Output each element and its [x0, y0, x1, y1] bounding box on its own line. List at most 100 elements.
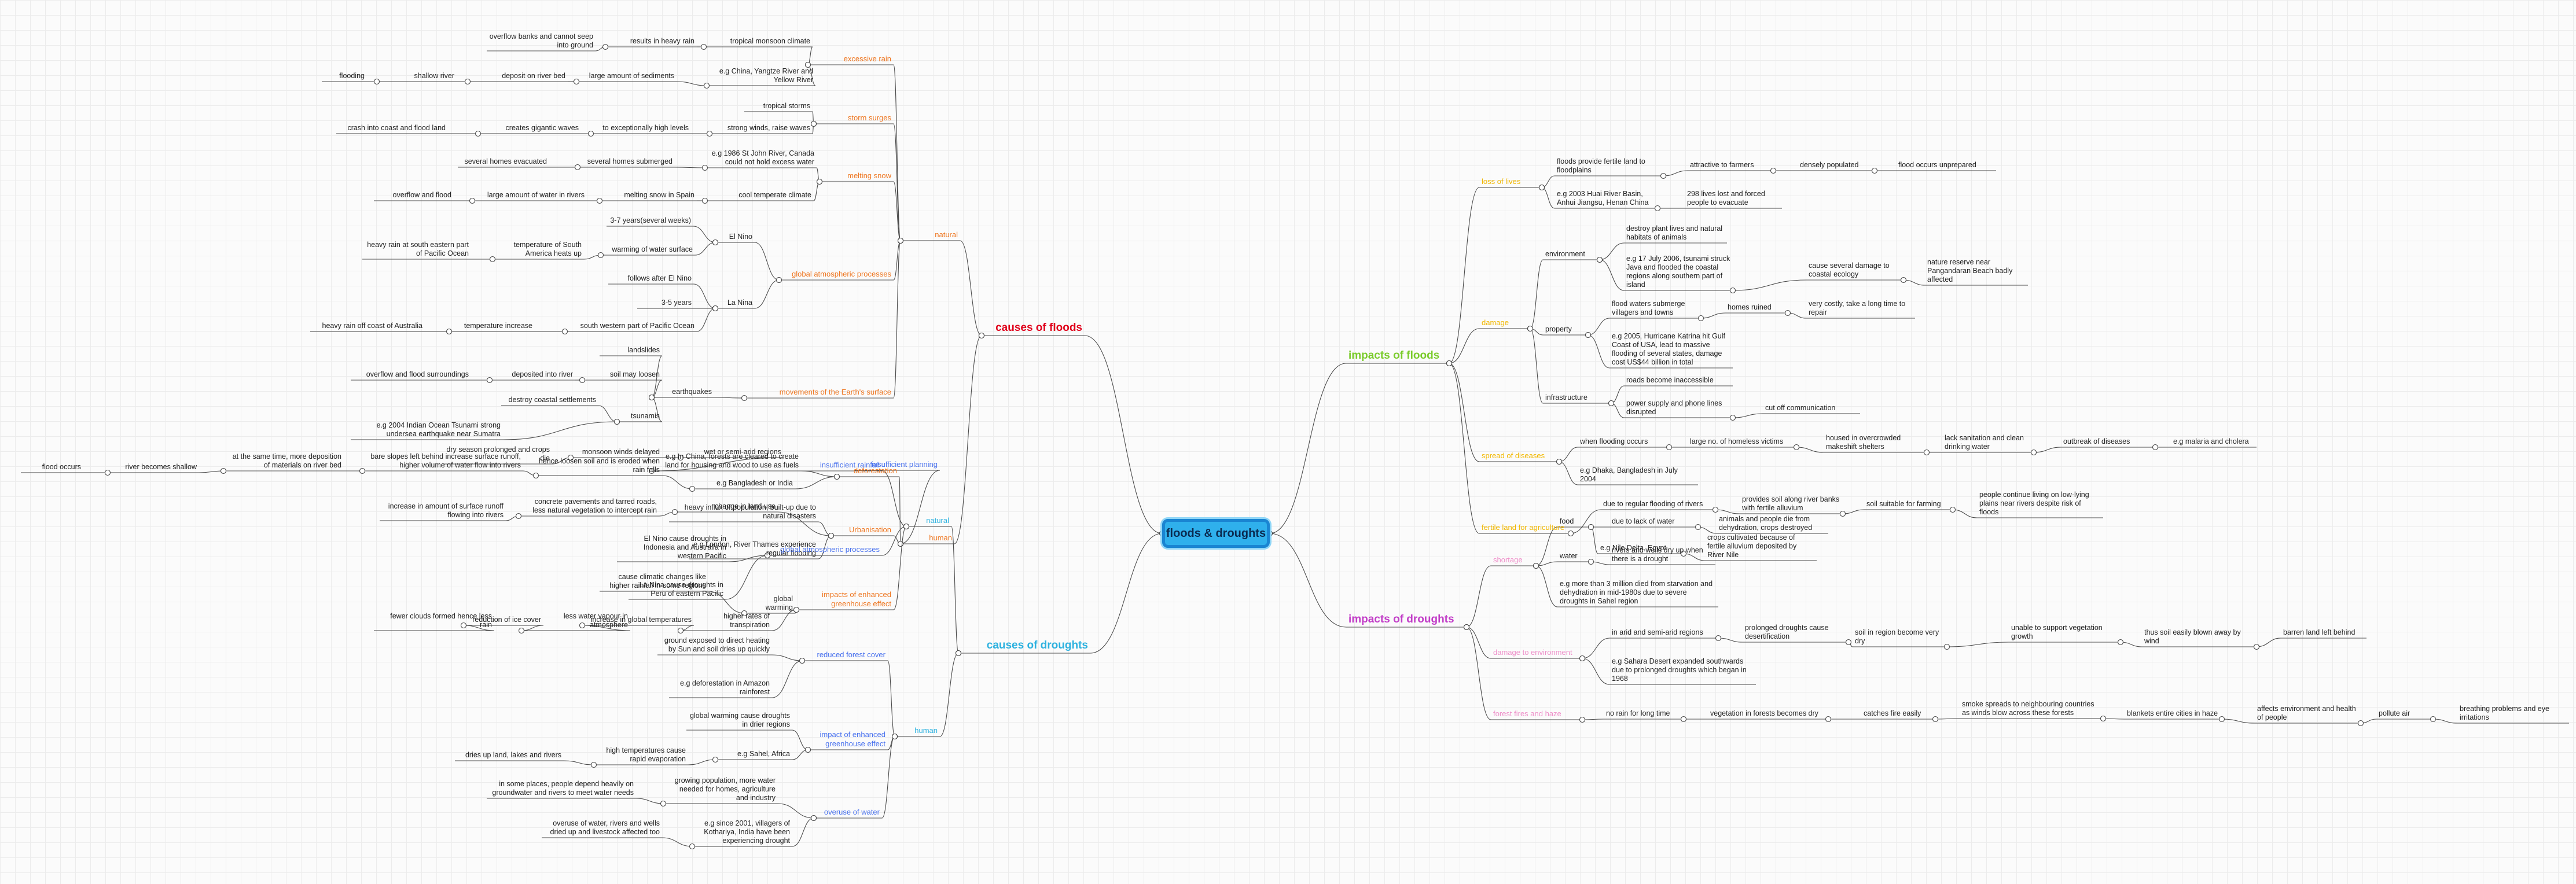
- node-atmo-d[interactable]: global atmospheric processes: [780, 545, 880, 554]
- node-crash-coast[interactable]: crash into coast and flood land: [347, 124, 446, 132]
- node-china-yangtze[interactable]: e.g China, Yangtze River and Yellow Rive…: [719, 67, 813, 84]
- node-sahara[interactable]: e.g Sahara Desert expanded southwards du…: [1612, 657, 1747, 683]
- node-st-john[interactable]: e.g 1986 St John River, Canada could not…: [711, 149, 814, 166]
- node-insufficient-rainfall[interactable]: insufficient rainfall: [820, 461, 880, 469]
- node-increase-temp[interactable]: increase in global temperatures: [590, 616, 692, 624]
- node-homes-submerged[interactable]: several homes submerged: [587, 157, 673, 165]
- node-impact-enhanced[interactable]: impact of enhanced greenhouse effect: [820, 730, 885, 748]
- node-la-nina[interactable]: La Nina: [727, 299, 752, 307]
- node-crops-cultivated[interactable]: crops cultivated because of fertile allu…: [1707, 533, 1797, 559]
- node-homeless[interactable]: large no. of homeless victims: [1690, 437, 1784, 445]
- node-global-warming[interactable]: global warming: [765, 595, 793, 612]
- node-due-regular[interactable]: due to regular flooding of rivers: [1603, 500, 1703, 508]
- node-loosen-soil[interactable]: hence loosen soil and is eroded when rai…: [538, 457, 660, 474]
- node-live-low-lying[interactable]: people continue living on low-lying plai…: [1979, 491, 2089, 516]
- node-wet-semi-arid[interactable]: wet or semi-arid regions: [704, 448, 781, 456]
- node-higher-evap[interactable]: higher rates of transpiration: [723, 612, 770, 629]
- node-shallow-river[interactable]: shallow river: [414, 72, 454, 80]
- node-amazon[interactable]: e.g deforestation in Amazon rainforest: [680, 679, 770, 696]
- node-huai-river[interactable]: e.g 2003 Huai River Basin, Anhui Jiangsu…: [1557, 190, 1649, 207]
- node-results-heavy-rain[interactable]: results in heavy rain: [630, 37, 694, 45]
- node-damage-env[interactable]: damage to environment: [1493, 648, 1572, 657]
- node-costly-repair[interactable]: very costly, take a long time to repair: [1809, 300, 1906, 316]
- node-nile-delta[interactable]: e.g Nile Delta, Egypt: [1600, 544, 1666, 552]
- node-tropical-monsoon[interactable]: tropical monsoon climate: [730, 37, 810, 45]
- root-node[interactable]: floods & droughts: [1162, 519, 1270, 548]
- node-flood-unprepared[interactable]: flood occurs unprepared: [1898, 161, 1976, 169]
- node-natural-d[interactable]: natural: [926, 516, 949, 525]
- node-earthquakes[interactable]: earthquakes: [672, 388, 712, 396]
- node-high-temps[interactable]: high temperatures cause rapid evaporatio…: [606, 746, 686, 763]
- node-submerge-villages[interactable]: flood waters submerge villagers and town…: [1612, 300, 1685, 316]
- node-desertification[interactable]: prolonged droughts cause desertification: [1745, 624, 1829, 640]
- node-blankets[interactable]: blankets entire cities in haze: [2127, 709, 2218, 717]
- node-spread-diseases[interactable]: spread of diseases: [1482, 451, 1545, 460]
- node-destroy-plant[interactable]: destroy plant lives and natural habitats…: [1626, 224, 1723, 241]
- node-arid-regions[interactable]: in arid and semi-arid regions: [1612, 628, 1703, 636]
- node-reduced-forest[interactable]: reduced forest cover: [817, 650, 885, 659]
- node-overflow-surroundings[interactable]: overflow and flood surroundings: [366, 370, 469, 378]
- node-deforestation[interactable]: deforestation: [853, 466, 897, 475]
- node-large-water-rivers[interactable]: large amount of water in rivers: [487, 191, 585, 199]
- node-sumatra[interactable]: e.g 2004 Indian Ocean Tsunami strong und…: [376, 421, 501, 438]
- node-fewer-clouds[interactable]: fewer clouds formed hence less rain: [390, 612, 492, 629]
- node-malaria[interactable]: e.g malaria and cholera: [2173, 437, 2249, 445]
- node-catches-fire[interactable]: catches fire easily: [1864, 709, 1921, 717]
- node-el-nino[interactable]: El Nino: [729, 233, 752, 241]
- node-water[interactable]: water: [1560, 552, 1578, 560]
- node-wells-dry[interactable]: rivers and wells dry up when there is a …: [1612, 546, 1703, 563]
- node-unable-vegetation[interactable]: unable to support vegetation growth: [2011, 624, 2103, 640]
- node-causes-floods[interactable]: causes of floods: [995, 322, 1082, 334]
- node-deposited-river[interactable]: deposited into river: [512, 370, 573, 378]
- node-soil-dry[interactable]: soil in region become very dry: [1855, 628, 1939, 645]
- node-animals-people-die[interactable]: animals and people die from dehydration,…: [1719, 515, 1813, 532]
- node-when-flooding[interactable]: when flooding occurs: [1580, 437, 1648, 445]
- node-housed-shelters[interactable]: housed in overcrowded makeshift shelters: [1826, 434, 1901, 451]
- node-concrete[interactable]: concrete pavements and tarred roads, les…: [532, 498, 657, 514]
- node-bare-slopes[interactable]: bare slopes left behind increase surface…: [370, 452, 521, 469]
- node-soil-loosen[interactable]: soil may loosen: [609, 370, 660, 378]
- node-movements-crust[interactable]: movements of the Earth's surface: [779, 388, 891, 396]
- node-cleared-forests[interactable]: e.g In China, forests are cleared to cre…: [665, 452, 799, 469]
- node-damage-coastal[interactable]: cause several damage to coastal ecology: [1809, 261, 1890, 278]
- node-deposit-river-bed[interactable]: deposit on river bed: [502, 72, 565, 80]
- node-food[interactable]: food: [1560, 517, 1574, 525]
- node-temp-increase[interactable]: temperature increase: [464, 322, 532, 330]
- node-forest-fires[interactable]: forest fires and haze: [1493, 709, 1561, 718]
- node-veg-dry[interactable]: vegetation in forests becomes dry: [1710, 709, 1818, 717]
- node-java-tsunami[interactable]: e.g 17 July 2006, tsunami struck Java an…: [1626, 255, 1730, 289]
- node-fertile-agri[interactable]: fertile land for agriculture: [1482, 523, 1565, 532]
- node-infrastructure[interactable]: infrastructure: [1545, 393, 1588, 402]
- node-melting-spain[interactable]: melting snow in Spain: [624, 191, 694, 199]
- node-loss-lives[interactable]: loss of lives: [1482, 177, 1521, 186]
- node-growing-pop[interactable]: growing population, more water needed fo…: [674, 776, 776, 802]
- node-homes-evacuated[interactable]: several homes evacuated: [464, 157, 547, 165]
- node-sw-pacific[interactable]: south western part of Pacific Ocean: [580, 322, 694, 330]
- node-warming-water[interactable]: warming of water surface: [612, 245, 693, 253]
- node-overflow-banks[interactable]: overflow banks and cannot seep into grou…: [489, 32, 593, 49]
- node-at-same-time[interactable]: at the same time, more deposition of mat…: [232, 452, 341, 469]
- node-outbreak[interactable]: outbreak of diseases: [2063, 437, 2130, 445]
- node-human-d[interactable]: human: [914, 726, 938, 735]
- node-storm-surges[interactable]: storm surges: [847, 113, 891, 122]
- node-dries-up[interactable]: dries up land, lakes and rivers: [465, 751, 561, 759]
- node-breathing[interactable]: breathing problems and eye irritations: [2460, 705, 2549, 721]
- node-temp-south-america[interactable]: temperature of South America heats up: [513, 241, 582, 257]
- node-less-vapour[interactable]: less water vapour in atmosphere: [563, 612, 628, 629]
- node-katrina[interactable]: e.g 2005, Hurricane Katrina hit Gulf Coa…: [1612, 332, 1725, 366]
- node-tsunamis[interactable]: tsunamis: [630, 412, 660, 420]
- node-roads-inaccessible[interactable]: roads become inaccessible: [1626, 376, 1714, 384]
- node-affects-env[interactable]: affects environment and health of people: [2257, 705, 2356, 721]
- node-barren[interactable]: barren land left behind: [2283, 628, 2355, 636]
- node-el-nino-droughts[interactable]: El Nino cause droughts in Indonesia and …: [643, 535, 726, 560]
- node-ground-exposed[interactable]: ground exposed to direct heating by Sun …: [664, 636, 770, 653]
- node-groundwater[interactable]: in some places, people depend heavily on…: [492, 780, 634, 797]
- node-urbanisation[interactable]: Urbanisation: [849, 525, 891, 534]
- node-no-rain[interactable]: no rain for long time: [1606, 709, 1670, 717]
- node-heavy-rain-australia[interactable]: heavy rain off coast of Australia: [322, 322, 422, 330]
- node-increase-runoff[interactable]: increase in amount of surface runoff flo…: [388, 502, 504, 519]
- node-melting-snow[interactable]: melting snow: [847, 171, 891, 180]
- node-property[interactable]: property: [1545, 325, 1572, 333]
- node-dhaka[interactable]: e.g Dhaka, Bangladesh in July 2004: [1580, 466, 1678, 483]
- node-enhanced-ge[interactable]: impacts of enhanced greenhouse effect: [822, 590, 891, 608]
